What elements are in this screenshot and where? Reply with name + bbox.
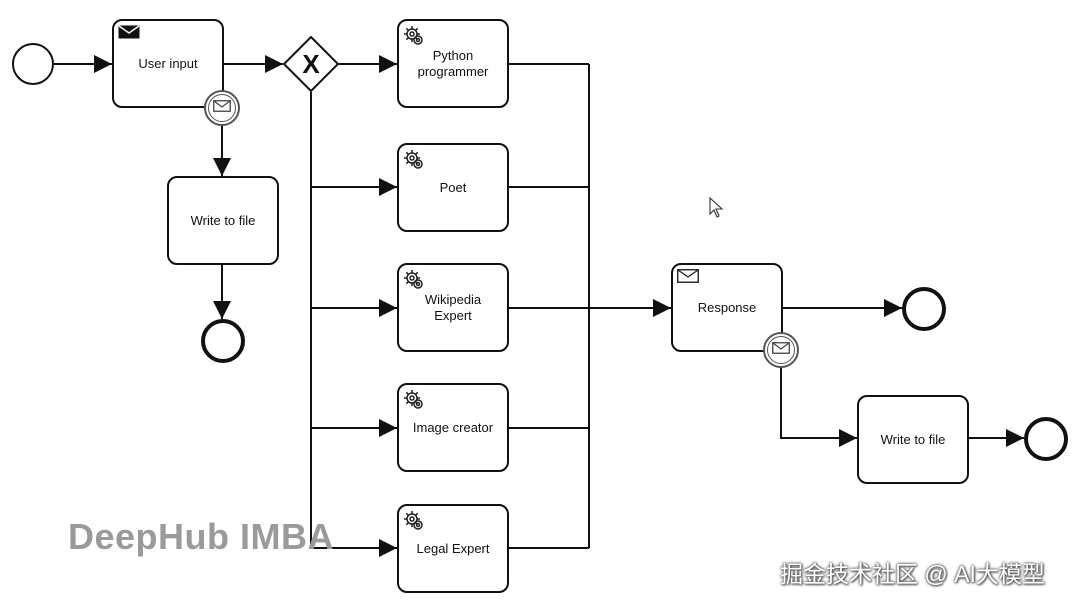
task-write-to-file-right[interactable]: Write to file [857, 395, 969, 484]
end-event[interactable] [201, 319, 245, 363]
task-user-input[interactable]: User input [112, 19, 224, 108]
task-label: Write to file [190, 212, 256, 228]
gear-icon [403, 149, 425, 176]
gateway-x-icon: X [302, 48, 320, 79]
task-python-programmer[interactable]: Python programmer [397, 19, 509, 108]
task-label: Poet [439, 179, 467, 195]
mouse-cursor-icon [709, 196, 725, 224]
task-label: User input [138, 55, 198, 71]
task-label: Wikipedia Expert [424, 291, 482, 323]
gateway-diamond [282, 35, 340, 93]
task-label: Python programmer [417, 47, 489, 79]
watermark-deephub: DeepHub IMBA [68, 516, 334, 557]
task-wikipedia-expert[interactable]: Wikipedia Expert [397, 263, 509, 352]
task-image-creator[interactable]: Image creator [397, 383, 509, 472]
gear-icon [403, 269, 425, 296]
message-boundary-event[interactable] [763, 332, 799, 368]
end-event[interactable] [1024, 417, 1068, 461]
task-label: Response [697, 299, 757, 315]
watermark-juejin: 掘金技术社区 @ AI大模型 [780, 561, 1045, 587]
exclusive-gateway[interactable]: X [282, 35, 340, 93]
envelope-filled-icon [118, 25, 140, 44]
start-event[interactable] [12, 43, 54, 85]
task-write-to-file-left[interactable]: Write to file [167, 176, 279, 265]
task-poet[interactable]: Poet [397, 143, 509, 232]
task-label: Image creator [412, 419, 494, 435]
flow-boundary-to-write-file-right [780, 368, 857, 447]
gear-icon [403, 25, 425, 52]
boundary-inner-ring [208, 94, 236, 122]
envelope-outline-icon [213, 99, 231, 117]
task-response[interactable]: Response [671, 263, 783, 352]
envelope-outline-icon [677, 269, 699, 288]
task-label: Legal Expert [416, 540, 490, 556]
gear-icon [403, 389, 425, 416]
task-label: Write to file [880, 431, 946, 447]
boundary-inner-ring [767, 336, 795, 364]
task-legal-expert[interactable]: Legal Expert [397, 504, 509, 593]
message-boundary-event[interactable] [204, 90, 240, 126]
end-event[interactable] [902, 287, 946, 331]
envelope-outline-icon [772, 341, 790, 359]
gear-icon [403, 510, 425, 537]
